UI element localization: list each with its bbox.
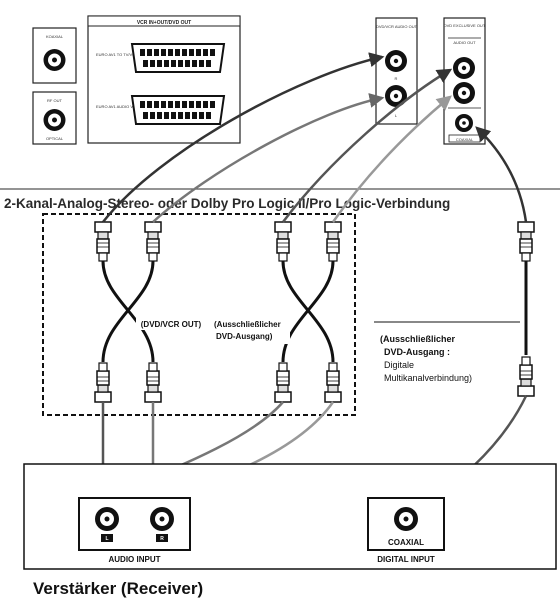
dvdvcr-jack-r-label: R [395,76,398,81]
dvdvcr-jack-l-label: L [395,113,398,118]
scart-title-bar [87,15,241,27]
receiver-jack-r-label: R [160,536,164,542]
analog-cable-wires [101,260,335,363]
coaxial-jack-icon [43,49,66,71]
analog-cable-box [42,213,356,416]
cable-plug-3-bottom [274,362,292,403]
audio-out-label: AUDIO OUT [453,40,476,45]
exclusive-cable-label-2: DVD-Ausgang) [216,332,273,341]
receiver-audio-input: L R AUDIO INPUT [78,497,191,564]
cable-plug-2-bottom [144,362,162,403]
rf-out-label: RF OUT [47,98,62,103]
exclusive-coaxial-jack-icon [455,114,473,132]
digital-input-label: DIGITAL INPUT [377,555,435,564]
scart2-connector-icon [130,95,226,125]
coaxial-label: KOAXIAL [46,34,64,39]
cable-plug-1-top [94,221,112,262]
coax-cable-plug-bottom [517,356,535,397]
digital-note-line-3: Digitale [384,360,414,370]
dvd-exclusive-label: DVD EXCLUSIVE OUT [444,23,486,28]
exclusive-cable-label-1: (Ausschließlicher [214,320,281,329]
dvdvcr-out-cable-label: (DVD/VCR OUT) [141,320,202,329]
receiver-digital-input: COAXIAL DIGITAL INPUT [367,497,445,564]
scart-title: VCR IN+OUT/DVD OUT [137,20,191,26]
scart1-connector-icon [130,43,226,73]
dvdvcr-jack-l-icon [385,85,407,107]
coax-cable-plug-top [517,221,535,262]
dvdvcr-jack-r-icon [385,50,407,72]
exclusive-coaxial-label: COAXIAL [456,137,474,142]
cable-plug-3-top [274,221,292,262]
cable-plug-2-top [144,221,162,262]
audio-input-label: AUDIO INPUT [109,555,161,564]
scart2-label: EURO AV1 AUDIO VIDEO [96,104,143,109]
exclusive-jack-r-icon [453,57,475,79]
connection-heading: 2-Kanal-Analog-Stereo- oder Dolby Pro Lo… [4,196,450,211]
optical-jack-icon [43,109,66,131]
connection-arrows-top [102,52,528,223]
receiver-coaxial-label: COAXIAL [388,538,424,547]
dvdvcr-out-label: DVD/VCR AUDIO OUT [376,24,418,29]
cable-plug-4-bottom [324,362,342,403]
exclusive-jack-l-icon [453,82,475,104]
scart1-label: EURO AV1 TO TV/VCR [96,52,138,57]
digital-note-line-4: Multikanalverbindung) [384,373,472,383]
digital-note-line-2: DVD-Ausgang : [384,347,450,357]
cable-plug-4-top [324,221,342,262]
receiver-jack-l-icon [95,507,119,531]
receiver-jack-r-icon [150,507,174,531]
receiver-name: Verstärker (Receiver) [33,579,203,598]
cable-plug-1-bottom [94,362,112,403]
receiver-jack-l-label: L [105,536,108,542]
receiver-coaxial-jack-icon [394,507,418,531]
digital-note-line-1: (Ausschließlicher [380,334,456,344]
optical-label: OPTICAL [46,136,64,141]
